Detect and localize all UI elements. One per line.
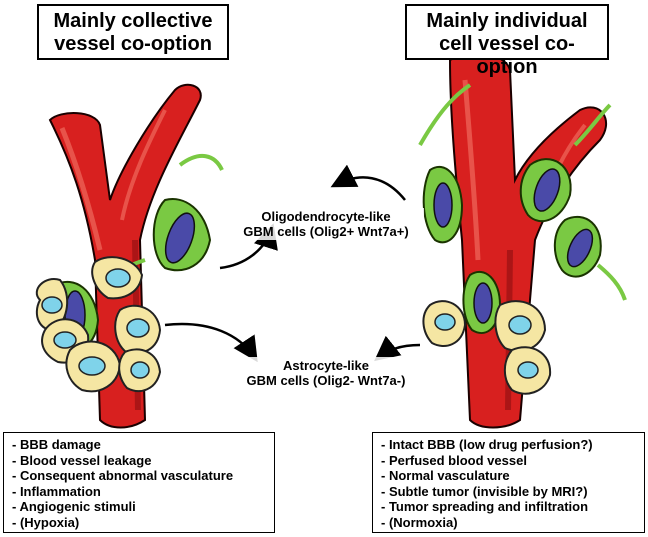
right-oligodendrocyte-cells (418, 83, 627, 334)
right-features-box: - Intact BBB (low drug perfusion?) - Per… (372, 432, 645, 533)
left-features-box: - BBB damage - Blood vessel leakage - Co… (3, 432, 275, 533)
left-astrocyte-cells (35, 256, 162, 393)
list-item: - Normal vasculature (381, 468, 510, 483)
right-astrocyte-cells (422, 300, 552, 395)
right-title-line2: cell vessel co-option (439, 33, 575, 78)
list-item: - Tumor spreading and infiltration (381, 499, 589, 514)
right-title-line1: Mainly individual (426, 10, 588, 32)
list-item: - BBB damage (12, 437, 101, 452)
list-item: - Blood vessel leakage (12, 452, 152, 468)
right-title: Mainly individual cell vessel co-option (405, 4, 609, 78)
left-features-list: - BBB damage - Blood vessel leakage - Co… (12, 437, 266, 530)
oligodendrocyte-label: Oligodendrocyte-like GBM cells (Olig2+ W… (228, 208, 424, 240)
list-item: - Angiogenic stimuli (12, 499, 136, 514)
left-title-line1: Mainly collective (53, 10, 213, 32)
oligodendrocyte-label-line2: GBM cells (Olig2+ Wnt7a+) (243, 224, 409, 239)
astrocyte-label-line2: GBM cells (Olig2- Wnt7a-) (246, 373, 406, 388)
list-item: - (Hypoxia) (12, 514, 80, 530)
left-title-line2: vessel co-option (54, 33, 212, 55)
list-item: - (Normoxia) (381, 514, 458, 530)
list-item: - Subtle tumor (invisible by MRI?) (381, 483, 588, 499)
list-item: - Consequent abnormal vasculature (12, 468, 234, 483)
oligodendrocyte-label-line1: Oligodendrocyte-like (261, 209, 391, 224)
list-item: - Perfused blood vessel (381, 452, 527, 468)
list-item: - Intact BBB (low drug perfusion?) (381, 437, 593, 452)
right-features-list: - Intact BBB (low drug perfusion?) - Per… (381, 437, 636, 530)
left-title: Mainly collective vessel co-option (37, 4, 229, 60)
list-item: - Inflammation (12, 483, 101, 499)
astrocyte-label-line1: Astrocyte-like (283, 358, 369, 373)
connector-arrows (164, 164, 421, 363)
astrocyte-label: Astrocyte-like GBM cells (Olig2- Wnt7a-) (232, 357, 420, 389)
